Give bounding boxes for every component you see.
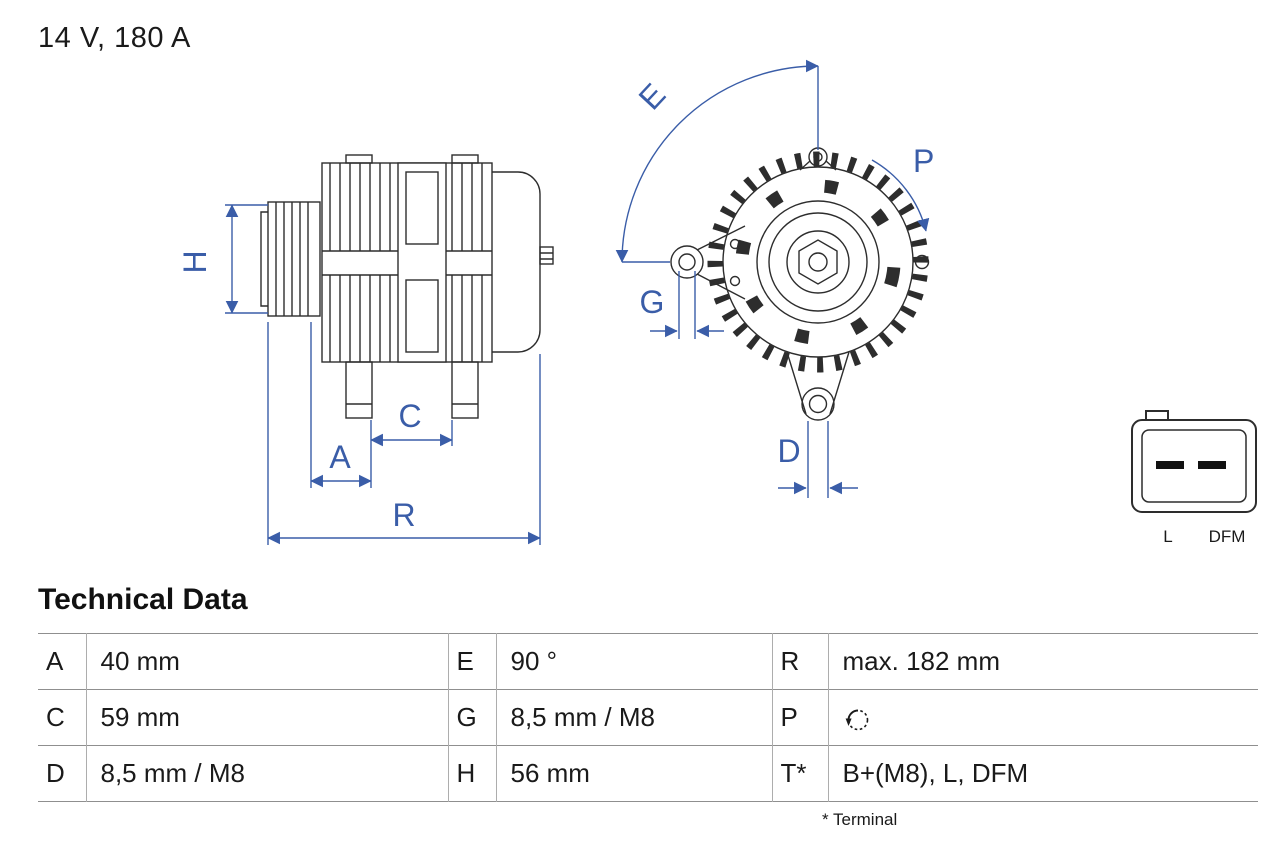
connector-label-l: L	[1163, 527, 1172, 546]
table-row: D 8,5 mm / M8 H 56 mm T* B+(M8), L, DFM	[38, 745, 1258, 802]
cell-value-R: max. 182 mm	[842, 646, 1001, 676]
alternator-side-view	[260, 154, 554, 419]
alternator-front-view	[670, 147, 930, 421]
cell-key-H: H	[448, 745, 497, 802]
pulley	[260, 201, 321, 317]
shaft-nut	[798, 239, 838, 285]
cell-value-E: 90 °	[496, 633, 773, 690]
cell-value-T: B+(M8), L, DFM	[842, 758, 1029, 788]
front-view-dimensions	[615, 59, 930, 498]
dim-label-h: H	[177, 250, 213, 273]
dim-label-d: D	[777, 433, 800, 469]
dimension-C	[370, 420, 453, 447]
cell-key-C: C	[38, 689, 87, 746]
dimension-H	[225, 204, 268, 314]
side-view-dimensions	[225, 204, 541, 545]
connector-plug	[1131, 410, 1257, 513]
rating-text: 14 V, 180 A	[38, 22, 191, 54]
rotation-direction-icon	[845, 709, 868, 730]
rear-housing	[492, 171, 554, 353]
cell-value-D: 8,5 mm / M8	[86, 745, 449, 802]
connector-label-dfm: DFM	[1209, 527, 1246, 546]
table-title: Technical Data	[38, 583, 248, 616]
dim-label-a: A	[329, 439, 351, 475]
mounting-feet	[345, 361, 479, 419]
dim-label-r: R	[392, 497, 415, 533]
alternator-body	[321, 154, 493, 363]
cell-value-H: 56 mm	[496, 745, 773, 802]
table-row: A 40 mm E 90 ° R max. 182 mm	[38, 633, 1258, 690]
connector-pin-DFM	[1198, 461, 1226, 469]
technical-data-section: Technical Data A 40 mm E 90 ° R max. 182…	[38, 583, 1258, 830]
dimension-D	[778, 421, 858, 498]
cell-key-P: P	[772, 689, 829, 746]
cell-key-D: D	[38, 745, 87, 802]
dimension-R	[267, 322, 541, 545]
dimension-P	[871, 159, 930, 232]
dimension-E	[615, 59, 819, 263]
dim-label-e: E	[632, 76, 673, 116]
technical-data-table: A 40 mm E 90 ° R max. 182 mm C 59 mm G 8…	[38, 633, 1258, 802]
terminal-footnote: * Terminal	[822, 810, 898, 829]
cell-key-R: R	[772, 633, 829, 690]
dim-label-c: C	[398, 398, 421, 434]
table-row: C 59 mm G 8,5 mm / M8 P	[38, 689, 1258, 746]
connector-pin-L	[1156, 461, 1184, 469]
bottom-mounting-lug	[786, 351, 850, 421]
dim-label-g: G	[640, 284, 665, 320]
cell-value-P	[828, 690, 1258, 746]
cell-value-C: 59 mm	[86, 689, 449, 746]
cell-key-G: G	[448, 689, 497, 746]
alternator-diagram: H A C R	[177, 59, 1257, 546]
cell-value-G: 8,5 mm / M8	[496, 689, 773, 746]
dimension-G	[650, 271, 724, 339]
right-lug	[914, 254, 930, 270]
cell-key-E: E	[448, 633, 497, 690]
dimension-A	[310, 322, 372, 488]
cell-key-T: T*	[772, 745, 829, 802]
cell-value-A: 40 mm	[86, 633, 449, 690]
dim-label-p: P	[913, 143, 934, 179]
cell-key-A: A	[38, 633, 87, 690]
